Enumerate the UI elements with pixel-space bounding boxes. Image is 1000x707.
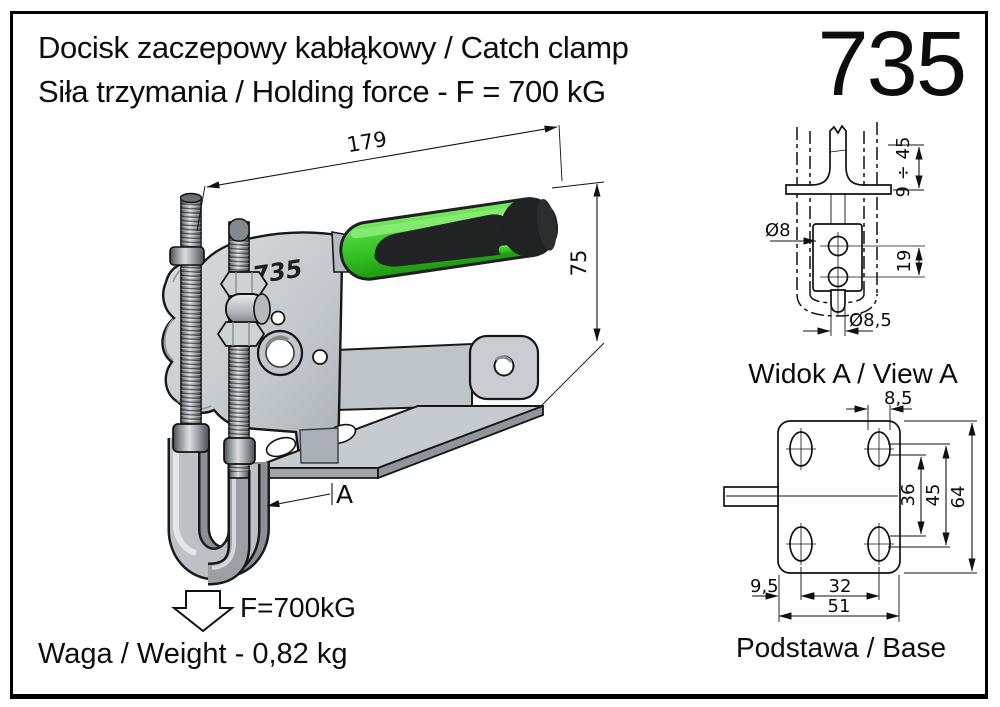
dim-hole-label: Ø8 (765, 220, 791, 241)
force-label: F=700kG (240, 592, 356, 623)
model-number: 735 (817, 13, 968, 115)
section-a-label: A (336, 480, 353, 509)
dim-width-label: 179 (345, 127, 389, 157)
body-web-shadow (299, 427, 339, 464)
view-a-caption: Widok A / View A (748, 358, 958, 389)
rod-sleeve-right (223, 437, 256, 465)
main-dimensions: 179 75 A (171, 124, 605, 633)
dim-span-inner-label: 36 (898, 484, 919, 507)
dim-hole-pitch-label: 32 (829, 576, 852, 597)
dim-edge-offset-label: 9,5 (750, 576, 779, 597)
dim-range-label: 9 ÷ 45 (893, 137, 914, 198)
view-a-drawing: Ø8 9 ÷ 45 19 Ø8,5 (765, 122, 925, 336)
dim-rod-label: Ø8,5 (849, 310, 892, 331)
dim-plate-width-label: 51 (828, 596, 851, 617)
bracket-web (335, 342, 473, 412)
body-small-hole-2 (312, 349, 328, 365)
base-drawing: 8,5 36 45 64 9,5 32 51 (723, 388, 977, 622)
dim-spacing-label: 19 (894, 250, 915, 273)
dim-plate-height-label: 64 (948, 486, 969, 509)
slot-crosshairs (786, 428, 894, 565)
clamp-illustration: 735 (161, 192, 559, 586)
page-title: Docisk zaczepowy kabłąkowy / Catch clamp (38, 30, 629, 65)
base-flange-front (251, 467, 379, 479)
base-flange-side (377, 404, 544, 480)
pivot-assembly (216, 271, 271, 347)
body-small-hole (270, 310, 286, 326)
rod-collar (169, 246, 205, 266)
page-subtitle: Siła trzymania / Holding force - F = 700… (38, 74, 606, 109)
base-caption: Podstawa / Base (735, 632, 947, 663)
handle (339, 197, 559, 281)
dim-slot-width-label: 8,5 (884, 388, 913, 409)
rod-sleeve-left (172, 423, 210, 453)
dim-height-label: 75 (567, 250, 591, 277)
weight-label: Waga / Weight - 0,82 kg (38, 638, 348, 670)
spindle-and-anvil (785, 124, 892, 195)
force-arrow-icon (171, 590, 235, 633)
threaded-rod-left (179, 192, 203, 454)
dim-span-outer-label: 45 (923, 484, 944, 507)
